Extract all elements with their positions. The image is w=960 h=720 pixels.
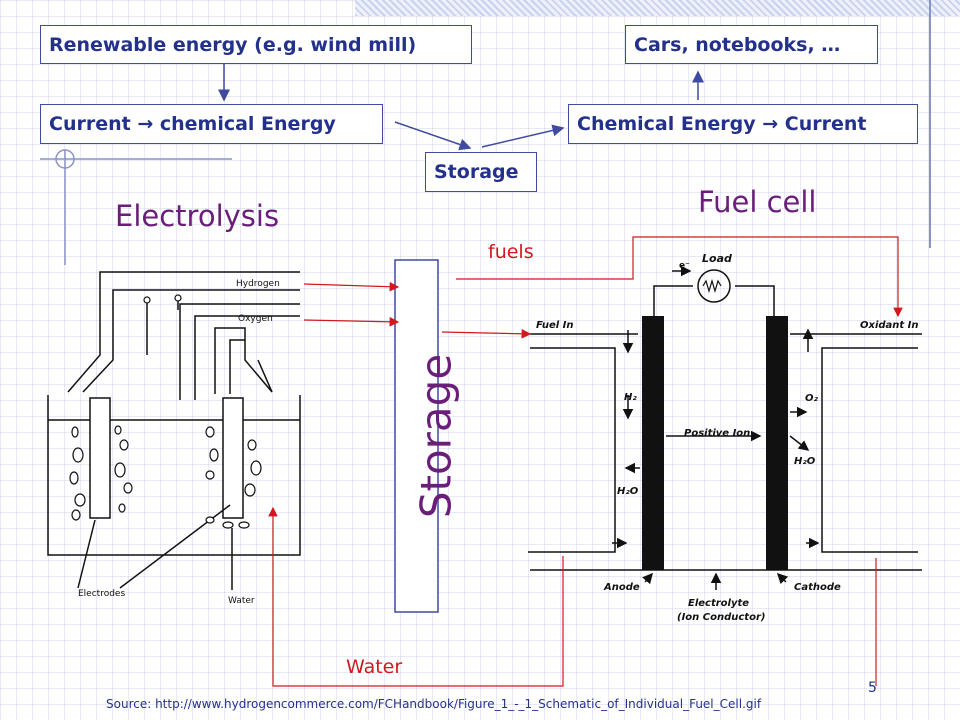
chemical-to-current-label: Chemical Energy → Current	[577, 113, 867, 135]
fuels-label: fuels	[488, 241, 534, 263]
cathode-label: Cathode	[794, 582, 841, 593]
electron-label: e⁻	[679, 261, 690, 271]
hydrogen-label: Hydrogen	[236, 279, 280, 289]
page-number: 5	[868, 680, 877, 696]
fuel-in-label: Fuel In	[536, 320, 574, 331]
h2o-left-label: H₂O	[617, 486, 639, 497]
oxygen-label: Oxygen	[238, 314, 273, 324]
electrodes-label: Electrodes	[78, 589, 126, 599]
ion-conductor-label: (Ion Conductor)	[677, 612, 766, 623]
positive-ion-label: Positive Ion	[684, 428, 751, 439]
water-label: Water	[346, 656, 403, 678]
electrolyte-label: Electrolyte	[688, 598, 750, 609]
current-to-chemical-label: Current → chemical Energy	[49, 113, 336, 135]
electrolysis-water-label: Water	[228, 596, 255, 606]
storage-small-label: Storage	[434, 161, 519, 183]
renewable-energy-box: Renewable energy (e.g. wind mill)	[40, 25, 472, 64]
electrolysis-heading: Electrolysis	[115, 199, 280, 233]
fuel-cell-heading: Fuel cell	[698, 185, 817, 219]
oxidant-in-label: Oxidant In	[860, 320, 919, 331]
load-label: Load	[702, 252, 732, 265]
chemical-to-current-box: Chemical Energy → Current	[568, 104, 918, 144]
source-citation: Source: http://www.hydrogencommerce.com/…	[106, 697, 762, 711]
h2-label: H₂	[624, 392, 637, 403]
anode-label: Anode	[604, 582, 640, 593]
consumers-label: Cars, notebooks, …	[634, 33, 841, 56]
header-hatch-band	[355, 0, 960, 16]
o2-label: O₂	[805, 393, 818, 404]
renewable-energy-label: Renewable energy (e.g. wind mill)	[49, 33, 417, 56]
h2o-right-label: H₂O	[794, 456, 816, 467]
consumers-box: Cars, notebooks, …	[625, 25, 878, 64]
storage-small-box: Storage	[425, 152, 537, 192]
current-to-chemical-box: Current → chemical Energy	[40, 104, 383, 144]
